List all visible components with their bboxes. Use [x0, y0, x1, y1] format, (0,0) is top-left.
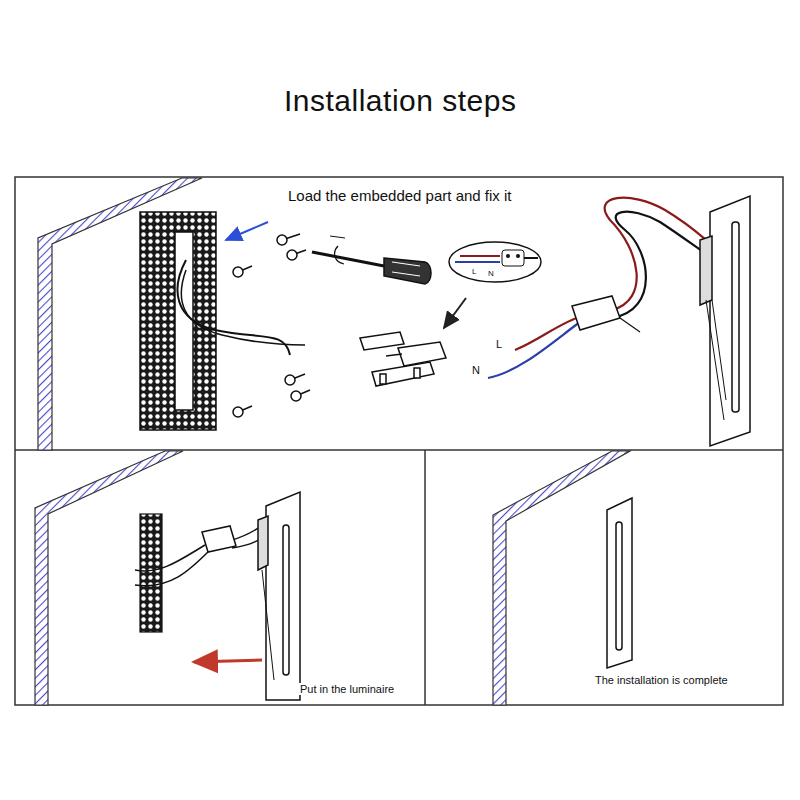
step-caption: Load the embedded part and fix it [286, 188, 514, 205]
panel-frames [15, 177, 783, 705]
embedded-part [140, 212, 305, 430]
screws [233, 234, 310, 417]
driver-box-small [202, 526, 236, 552]
driver-box [572, 296, 640, 332]
direction-arrow [226, 222, 268, 240]
wiring-small [135, 522, 270, 586]
luminaire-small [258, 492, 300, 700]
page-title: Installation steps [284, 84, 516, 117]
wall-sections [35, 178, 630, 705]
pin-letter: L [470, 268, 478, 277]
terminal-connector [360, 332, 446, 386]
pointer-arrow [444, 298, 466, 328]
luminaire-plate [700, 196, 750, 446]
terminal-detail [449, 242, 541, 282]
step-caption: The installation is complete [593, 674, 730, 686]
embedded-part-small [140, 514, 162, 632]
step-caption: Put in the luminaire [298, 683, 396, 695]
wire-letter: L [494, 338, 504, 350]
installed-luminaire [607, 498, 632, 668]
screwdriver [312, 236, 431, 284]
pin-letter: N [486, 270, 496, 279]
wiring [488, 198, 712, 378]
wire-letter: N [470, 364, 482, 376]
insert-arrow [194, 660, 262, 662]
